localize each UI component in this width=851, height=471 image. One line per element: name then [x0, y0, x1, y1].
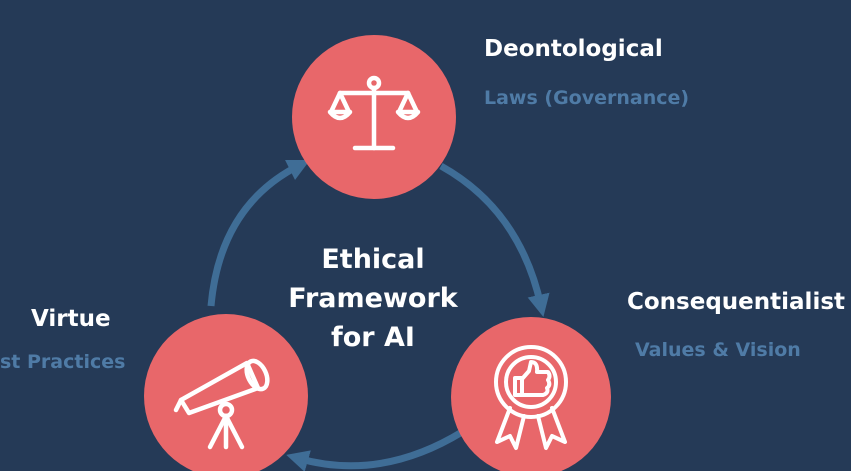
- deontological-subtitle: Laws (Governance): [484, 87, 690, 109]
- award-ribbon-thumbs-up-icon: [494, 345, 568, 450]
- scales-of-justice-icon: [327, 75, 421, 151]
- arrow-deontological-to-consequentialist: [439, 162, 550, 317]
- virtue-subtitle: st Practices: [0, 351, 126, 373]
- node-deontological: [292, 35, 456, 199]
- center-label: Ethical Framework for AI: [243, 240, 503, 357]
- node-virtue: [144, 314, 308, 471]
- deontological-title: Deontological: [484, 36, 663, 62]
- arrow-virtue-to-deontological: [207, 159, 311, 307]
- consequentialist-subtitle: Values & Vision: [635, 339, 801, 361]
- center-label-line: for AI: [331, 322, 415, 353]
- node-consequentialist: [451, 317, 611, 471]
- center-label-line: Framework: [288, 283, 458, 314]
- arrow-consequentialist-to-virtue: [286, 429, 464, 471]
- virtue-title: Virtue: [31, 306, 111, 332]
- consequentialist-title: Consequentialist: [627, 289, 846, 315]
- telescope-icon: [173, 358, 270, 450]
- center-label-line: Ethical: [321, 244, 425, 275]
